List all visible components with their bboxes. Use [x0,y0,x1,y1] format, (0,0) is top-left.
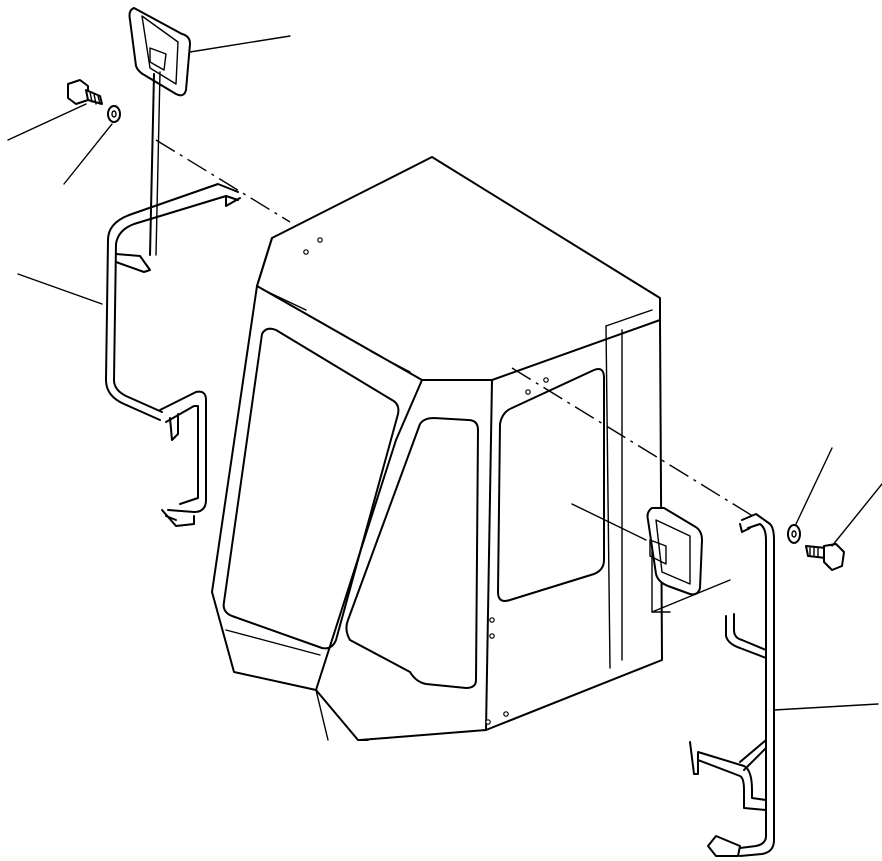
left-mirror-stay [105,183,241,527]
left-mount-bolt [67,79,103,105]
cab-left-side [211,285,369,741]
left-washer [107,105,121,123]
cab-right-side [485,319,663,731]
leader-right-stay [773,703,879,711]
right-mirror [646,507,703,596]
left-mirror [128,7,191,256]
right-mount-bolt [805,543,845,571]
alignment-center-lines [155,139,757,519]
cab-roof [256,156,661,381]
leader-lines [7,35,882,711]
right-mirror-stay [689,513,775,857]
leader-right-washer [795,447,833,525]
leader-right-mirror [571,503,647,541]
leader-right-bolt [831,483,882,547]
cab-left-window [222,327,400,650]
leader-left-bolt [7,103,87,141]
cab-body [211,156,731,741]
cab-front-window-left [345,417,479,689]
leader-left-stay [17,273,103,305]
cab-door-window [497,368,605,602]
leader-left-washer [63,123,113,185]
right-washer [787,524,801,544]
leader-left-mirror [189,35,291,53]
